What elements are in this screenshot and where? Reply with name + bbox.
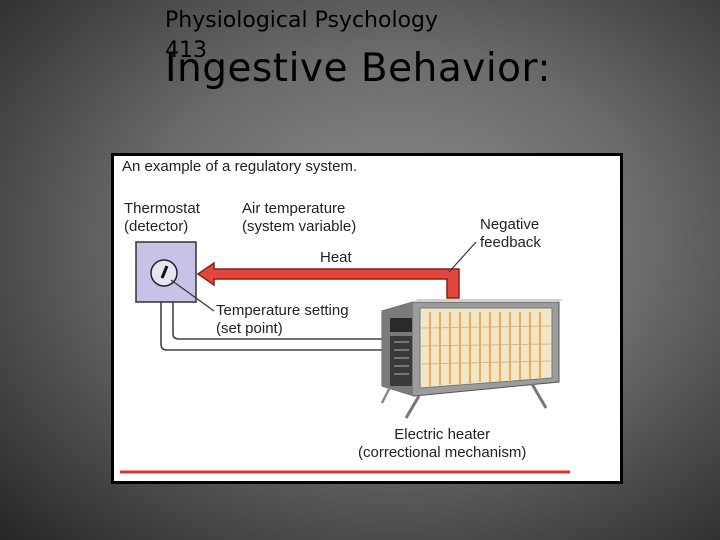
course-name: Physiological Psychology [165, 8, 439, 33]
figure-caption: An example of a regulatory system. [122, 158, 358, 175]
thermostat-label-line2: (detector) [124, 218, 189, 235]
course-title: Physiological Psychology 413 [165, 6, 438, 66]
regulatory-system-diagram [120, 241, 570, 474]
thermostat-label: Thermostat (detector) [124, 200, 200, 236]
setpoint-pointer [170, 279, 215, 312]
temperature-setting-label: Temperature setting (set point) [216, 302, 349, 338]
heat-arrow [196, 261, 460, 299]
electric-heater-label-line1: Electric heater [394, 426, 491, 443]
electric-heater-label-line2: (correctional mechanism) [358, 444, 527, 461]
thermostat-needle [160, 265, 169, 279]
air-temperature-label-line2: (system variable) [242, 218, 357, 235]
wire-outer [160, 301, 399, 351]
negative-feedback-label-line1: Negative [480, 216, 540, 233]
wire-inner [172, 301, 399, 340]
heat-label: Heat [320, 249, 352, 266]
course-number: 413 [165, 38, 207, 63]
negative-feedback-label: Negative feedback [480, 216, 541, 252]
regulatory-system-figure: An example of a regulatory system. Therm… [111, 153, 623, 484]
air-temperature-label: Air temperature (system variable) [242, 200, 356, 236]
electric-heater-icon [380, 299, 563, 419]
thermostat-label-line1: Thermostat [124, 200, 200, 217]
slide-title: Ingestive Behavior: [165, 46, 552, 91]
temperature-setting-label-line1: Temperature setting [216, 302, 349, 319]
temperature-setting-label-line2: (set point) [216, 320, 283, 337]
electric-heater-label: Electric heater (correctional mechanism) [358, 426, 526, 462]
negative-feedback-label-line2: feedback [480, 234, 541, 251]
air-temperature-label-line1: Air temperature [242, 200, 346, 217]
feedback-pointer [448, 241, 477, 273]
